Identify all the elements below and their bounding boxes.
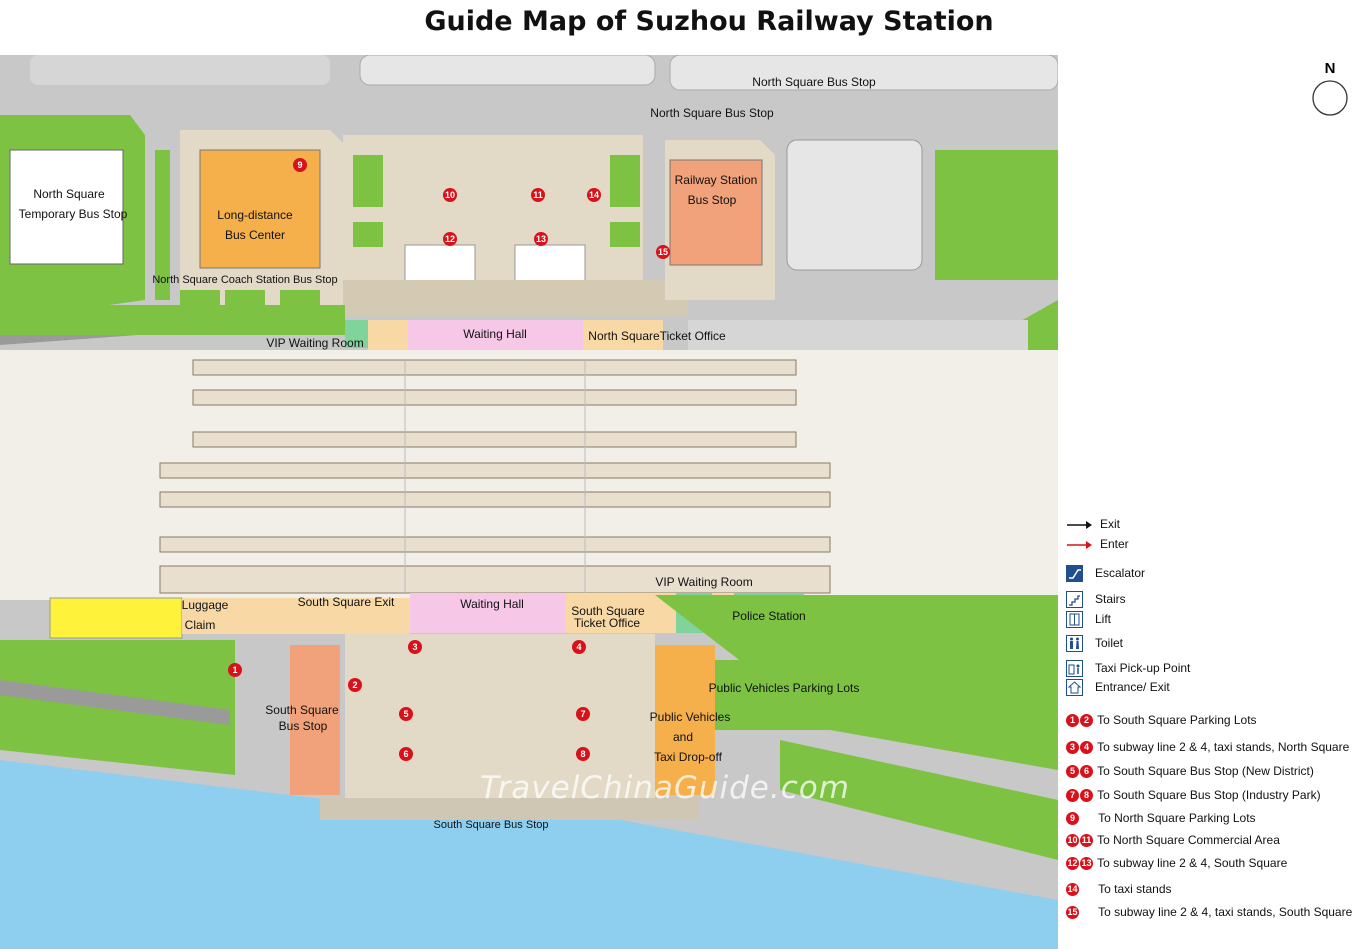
legend-enter: Enter	[1066, 535, 1129, 553]
public-dropoff-label-2: and	[672, 730, 694, 744]
legend-route-9: 9 To North Square Parking Lots	[1066, 809, 1256, 827]
north-temp-bus-label-1: North Square	[33, 187, 105, 201]
marker-5: 5	[399, 707, 413, 721]
watermark: TravelChinaGuide.com	[480, 770, 850, 806]
legend-entrance: Entrance/ Exit	[1066, 678, 1170, 697]
marker-2: 2	[348, 678, 362, 692]
legend-enter-label: Enter	[1100, 537, 1129, 551]
legend-escalator: Escalator	[1066, 564, 1146, 583]
railway-bus-label-1: Railway Station	[674, 173, 758, 187]
compass-label: N	[1325, 60, 1336, 77]
police-station-label: Police Station	[732, 609, 806, 623]
public-parking-label: Public Vehicles Parking Lots	[708, 681, 860, 695]
marker-8: 8	[576, 747, 590, 761]
legend-taxi-label: Taxi Pick-up Point	[1095, 661, 1191, 675]
marker-13: 13	[534, 232, 548, 246]
public-dropoff-label-3: Taxi Drop-off	[654, 750, 722, 764]
marker-3: 3	[408, 640, 422, 654]
long-distance-label-1: Long-distance	[217, 208, 293, 222]
marker-7: 7	[576, 707, 590, 721]
legend-lift: Lift	[1066, 610, 1112, 629]
legend-exit: Exit	[1066, 515, 1120, 533]
legend-stairs-label: Stairs	[1095, 592, 1126, 606]
marker-4: 4	[572, 640, 586, 654]
south-exit-label: South Square Exit	[297, 595, 395, 609]
south-square-bus-stop-label: South Square Bus Stop	[433, 819, 549, 831]
public-dropoff-label-1: Public Vehicles	[649, 710, 731, 724]
waiting-hall-south-label: Waiting Hall	[460, 597, 524, 611]
long-distance-label-2: Bus Center	[224, 228, 286, 242]
station-map	[0, 55, 1058, 949]
marker-6: 6	[399, 747, 413, 761]
lift-icon	[1066, 611, 1083, 629]
legend-exit-label: Exit	[1100, 517, 1121, 531]
south-bus-label-2: Bus Stop	[278, 719, 328, 733]
marker-10: 10	[443, 188, 457, 202]
marker-15: 15	[656, 245, 670, 259]
toilet-icon	[1066, 635, 1083, 653]
stairs-icon	[1066, 591, 1083, 609]
escalator-icon	[1066, 565, 1083, 583]
marker-14: 14	[587, 188, 601, 202]
compass-icon: N	[1312, 60, 1348, 116]
marker-9: 9	[293, 158, 307, 172]
south-ticket-label-1: South Square	[571, 604, 645, 618]
taxi-icon	[1066, 660, 1083, 678]
north-bus-stop-label-2: North Square Bus Stop	[650, 106, 774, 120]
legend-toilet: Toilet	[1066, 634, 1124, 653]
south-bus-label-1: South Square	[265, 703, 339, 717]
exit-arrow-icon	[1067, 520, 1092, 529]
map-title: Guide Map of Suzhou Railway Station	[424, 6, 994, 37]
legend-taxi: Taxi Pick-up Point	[1066, 659, 1191, 678]
north-bus-stop-label-1: North Square Bus Stop	[752, 75, 876, 89]
marker-12: 12	[443, 232, 457, 246]
legend-route-15: 15 To subway line 2 & 4, taxi stands, So…	[1066, 905, 1353, 920]
luggage-claim-label-1: Luggage	[181, 598, 229, 612]
legend-escalator-label: Escalator	[1095, 566, 1146, 580]
legend-toilet-label: Toilet	[1095, 636, 1124, 650]
legend-route-14: 14 To taxi stands	[1066, 882, 1172, 897]
vip-waiting-room-south-label: VIP Waiting Room	[655, 575, 753, 589]
marker-11: 11	[531, 188, 545, 202]
luggage-claim-label-2: Claim	[184, 618, 216, 632]
north-coach-stop-label: North Square Coach Station Bus Stop	[152, 274, 338, 286]
railway-bus-label-2: Bus Stop	[687, 193, 737, 207]
waiting-hall-north-label: Waiting Hall	[463, 327, 527, 341]
entrance-exit-icon	[1066, 679, 1083, 697]
marker-1: 1	[228, 663, 242, 677]
legend-entrance-label: Entrance/ Exit	[1095, 680, 1170, 694]
vip-waiting-room-north-label: VIP Waiting Room	[266, 336, 364, 350]
enter-arrow-icon	[1067, 540, 1092, 549]
north-temp-bus-label-2: Temporary Bus Stop	[18, 207, 128, 221]
legend-stairs: Stairs	[1066, 590, 1126, 609]
north-ticket-office-label: North SquareTicket Office	[588, 329, 726, 343]
south-ticket-label-2: Ticket Office	[573, 616, 641, 630]
legend-lift-label: Lift	[1095, 612, 1112, 626]
